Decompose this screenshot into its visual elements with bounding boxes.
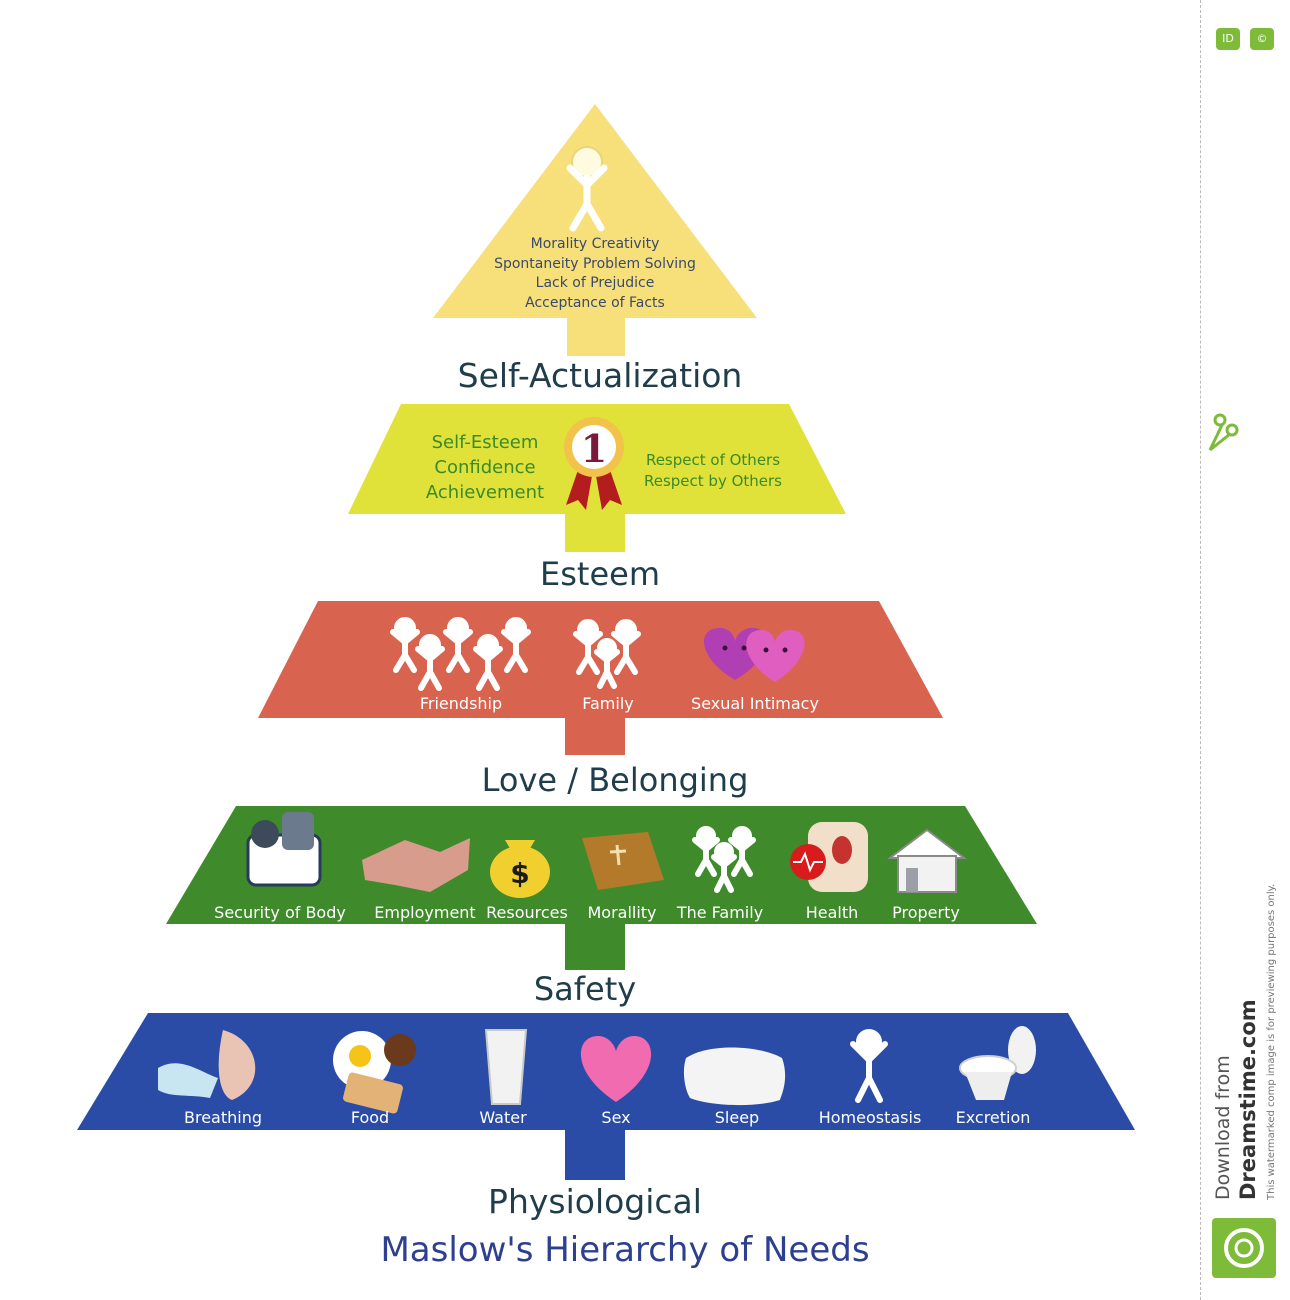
- watermark-sidebar: [1200, 0, 1290, 1300]
- caption-water: Water: [479, 1108, 527, 1127]
- caption-homeostasis: Homeostasis: [818, 1108, 922, 1127]
- self-actualization-item: Lack of Prejudice: [535, 275, 655, 291]
- caption-sex: Sex: [601, 1108, 631, 1127]
- caption-family: Family: [582, 694, 634, 713]
- caption-friendship: Friendship: [419, 694, 503, 713]
- self-actualization-items: Morality Creativity Spontaneity Problem …: [445, 235, 745, 313]
- family-group-icon: [573, 619, 641, 689]
- stem-physiological: [565, 1128, 625, 1180]
- caption-morallity: Morallity: [587, 903, 657, 922]
- pillow-icon: [683, 1047, 786, 1106]
- esteem-item: Respect by Others: [643, 472, 782, 490]
- caption-sexual-intimacy: Sexual Intimacy: [691, 694, 819, 713]
- stem-safety: [565, 920, 625, 970]
- person-icon: [566, 146, 608, 232]
- heart-health-icon: [790, 822, 868, 892]
- caption-employment: Employment: [374, 903, 476, 922]
- level-label-love-belonging: Love / Belonging: [481, 761, 749, 799]
- award-number: 1: [581, 426, 607, 471]
- toilet-icon: [959, 1026, 1036, 1100]
- person-icon: [850, 1029, 888, 1103]
- esteem-item: Achievement: [425, 482, 545, 503]
- download-from-text: Download from: [1212, 1055, 1234, 1200]
- caption-breathing: Breathing: [183, 1108, 262, 1127]
- self-actualization-item: Acceptance of Facts: [525, 294, 665, 311]
- friends-group-icon: [390, 617, 531, 691]
- self-actualization-item: Spontaneity Problem Solving: [494, 255, 696, 272]
- diagram-title: Maslow's Hierarchy of Needs: [380, 1230, 870, 1270]
- caption-property: Property: [892, 903, 960, 922]
- id-badge: ID: [1216, 28, 1240, 50]
- caption-security-of-body: Security of Body: [214, 903, 346, 922]
- level-label-self-actualization: Self-Actualization: [457, 356, 743, 395]
- dreamstime-logo-icon: [1212, 1218, 1276, 1278]
- body-armor-icon: [246, 812, 322, 887]
- esteem-right-items: Respect of Others Respect by Others: [628, 450, 798, 492]
- caption-resources: Resources: [486, 903, 568, 922]
- money-bag-icon: $: [490, 840, 550, 898]
- esteem-item: Self-Esteem: [431, 432, 539, 453]
- caption-excretion: Excretion: [955, 1108, 1031, 1127]
- breath-icon: [158, 1030, 256, 1100]
- level-label-safety: Safety: [533, 970, 637, 1008]
- stem-love: [565, 715, 625, 755]
- esteem-left-items: Self-Esteem Confidence Achievement: [405, 430, 565, 505]
- award-ribbon-icon: 1: [564, 417, 624, 510]
- heart-icon: [580, 1036, 652, 1102]
- esteem-item: Confidence: [434, 457, 536, 478]
- caption-health: Health: [805, 903, 859, 922]
- caption-the-family: The Family: [676, 903, 764, 922]
- caption-food: Food: [350, 1108, 390, 1127]
- esteem-item: Respect of Others: [645, 451, 781, 469]
- scissors-icon: [1208, 413, 1239, 452]
- tier-love: [258, 601, 943, 718]
- copyright-badge: ©: [1250, 28, 1274, 50]
- preview-notice-text: This watermarked comp image is for previ…: [1266, 883, 1277, 1200]
- handshake-icon: [362, 838, 470, 892]
- hearts-icon: [703, 627, 805, 682]
- stem-esteem: [565, 510, 625, 552]
- self-actualization-item: Morality Creativity: [530, 236, 660, 252]
- level-label-esteem: Esteem: [540, 555, 660, 593]
- svg-text:$: $: [510, 857, 529, 890]
- caption-sleep: Sleep: [714, 1108, 760, 1127]
- site-name-text: Dreamstime.com: [1236, 999, 1260, 1200]
- family-icon: [692, 826, 756, 893]
- food-plate-icon: [333, 1031, 416, 1114]
- level-label-physiological: Physiological: [488, 1182, 702, 1221]
- house-icon: [887, 828, 967, 893]
- water-glass-icon: [484, 1029, 528, 1105]
- bible-icon: [582, 832, 664, 890]
